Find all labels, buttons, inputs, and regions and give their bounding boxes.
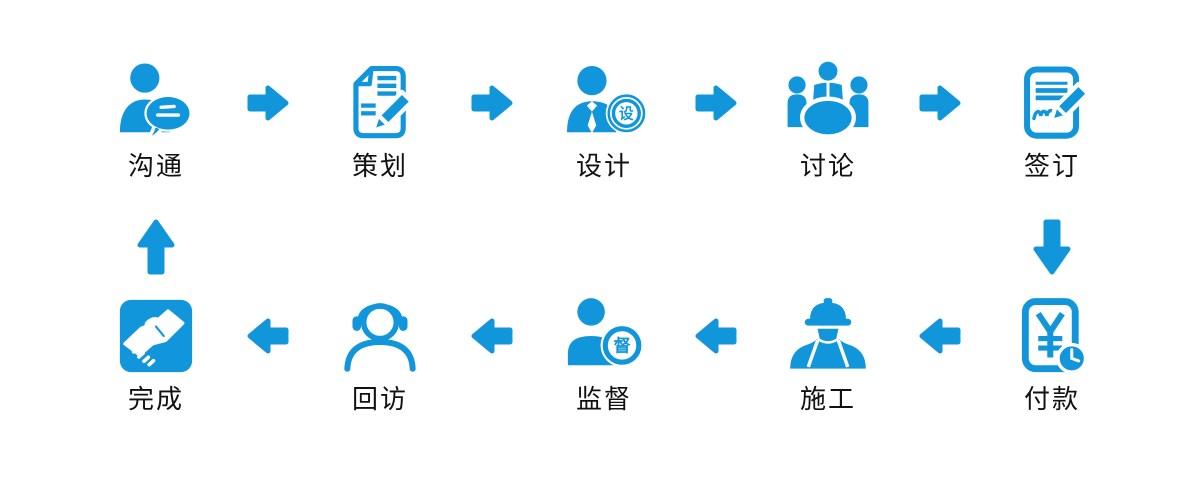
arrow-left-icon bbox=[232, 293, 304, 379]
arrow-right-icon bbox=[680, 60, 752, 146]
bottom-row: 完成 回访 bbox=[80, 293, 1128, 416]
step-label: 付款 bbox=[1023, 385, 1080, 415]
arrow-right-icon bbox=[232, 60, 304, 146]
step-construction: 施工 bbox=[752, 293, 904, 416]
step-label: 施工 bbox=[799, 385, 856, 415]
step-design: 设 设计 bbox=[528, 60, 680, 183]
meeting-table-icon bbox=[785, 60, 871, 146]
payment-clock-icon bbox=[1009, 293, 1095, 379]
step-payment: 付款 bbox=[976, 293, 1128, 416]
contract-signing-icon bbox=[1009, 60, 1095, 146]
design-badge-char: 设 bbox=[619, 106, 634, 123]
step-label: 签订 bbox=[1023, 152, 1080, 182]
step-label: 回访 bbox=[351, 385, 408, 415]
arrow-left-icon bbox=[456, 293, 528, 379]
step-label: 完成 bbox=[127, 385, 184, 415]
step-discussion: 讨论 bbox=[752, 60, 904, 183]
arrow-left-icon bbox=[904, 293, 976, 379]
plan-document-pen-icon bbox=[337, 60, 423, 146]
supervision-badge-char: 督 bbox=[613, 335, 630, 356]
designer-person-icon: 设 bbox=[561, 60, 647, 146]
step-signing: 签订 bbox=[976, 60, 1128, 183]
headset-support-icon bbox=[337, 293, 423, 379]
person-chat-icon bbox=[113, 60, 199, 146]
step-label: 讨论 bbox=[799, 152, 856, 182]
arrow-down-icon bbox=[976, 216, 1128, 278]
step-follow-up: 回访 bbox=[304, 293, 456, 416]
step-label: 设计 bbox=[575, 152, 632, 182]
step-label: 沟通 bbox=[127, 152, 184, 182]
step-communication: 沟通 bbox=[80, 60, 232, 183]
step-label: 策划 bbox=[351, 152, 408, 182]
construction-worker-icon bbox=[785, 293, 871, 379]
supervisor-person-icon: 督 bbox=[561, 293, 647, 379]
top-row: 沟通 bbox=[80, 60, 1128, 183]
step-planning: 策划 bbox=[304, 60, 456, 183]
arrow-up-icon bbox=[80, 216, 232, 278]
arrow-right-icon bbox=[904, 60, 976, 146]
arrow-right-icon bbox=[456, 60, 528, 146]
step-complete: 完成 bbox=[80, 293, 232, 416]
step-supervision: 督 监督 bbox=[528, 293, 680, 416]
handshake-icon bbox=[113, 293, 199, 379]
arrow-left-icon bbox=[680, 293, 752, 379]
step-label: 监督 bbox=[575, 385, 632, 415]
